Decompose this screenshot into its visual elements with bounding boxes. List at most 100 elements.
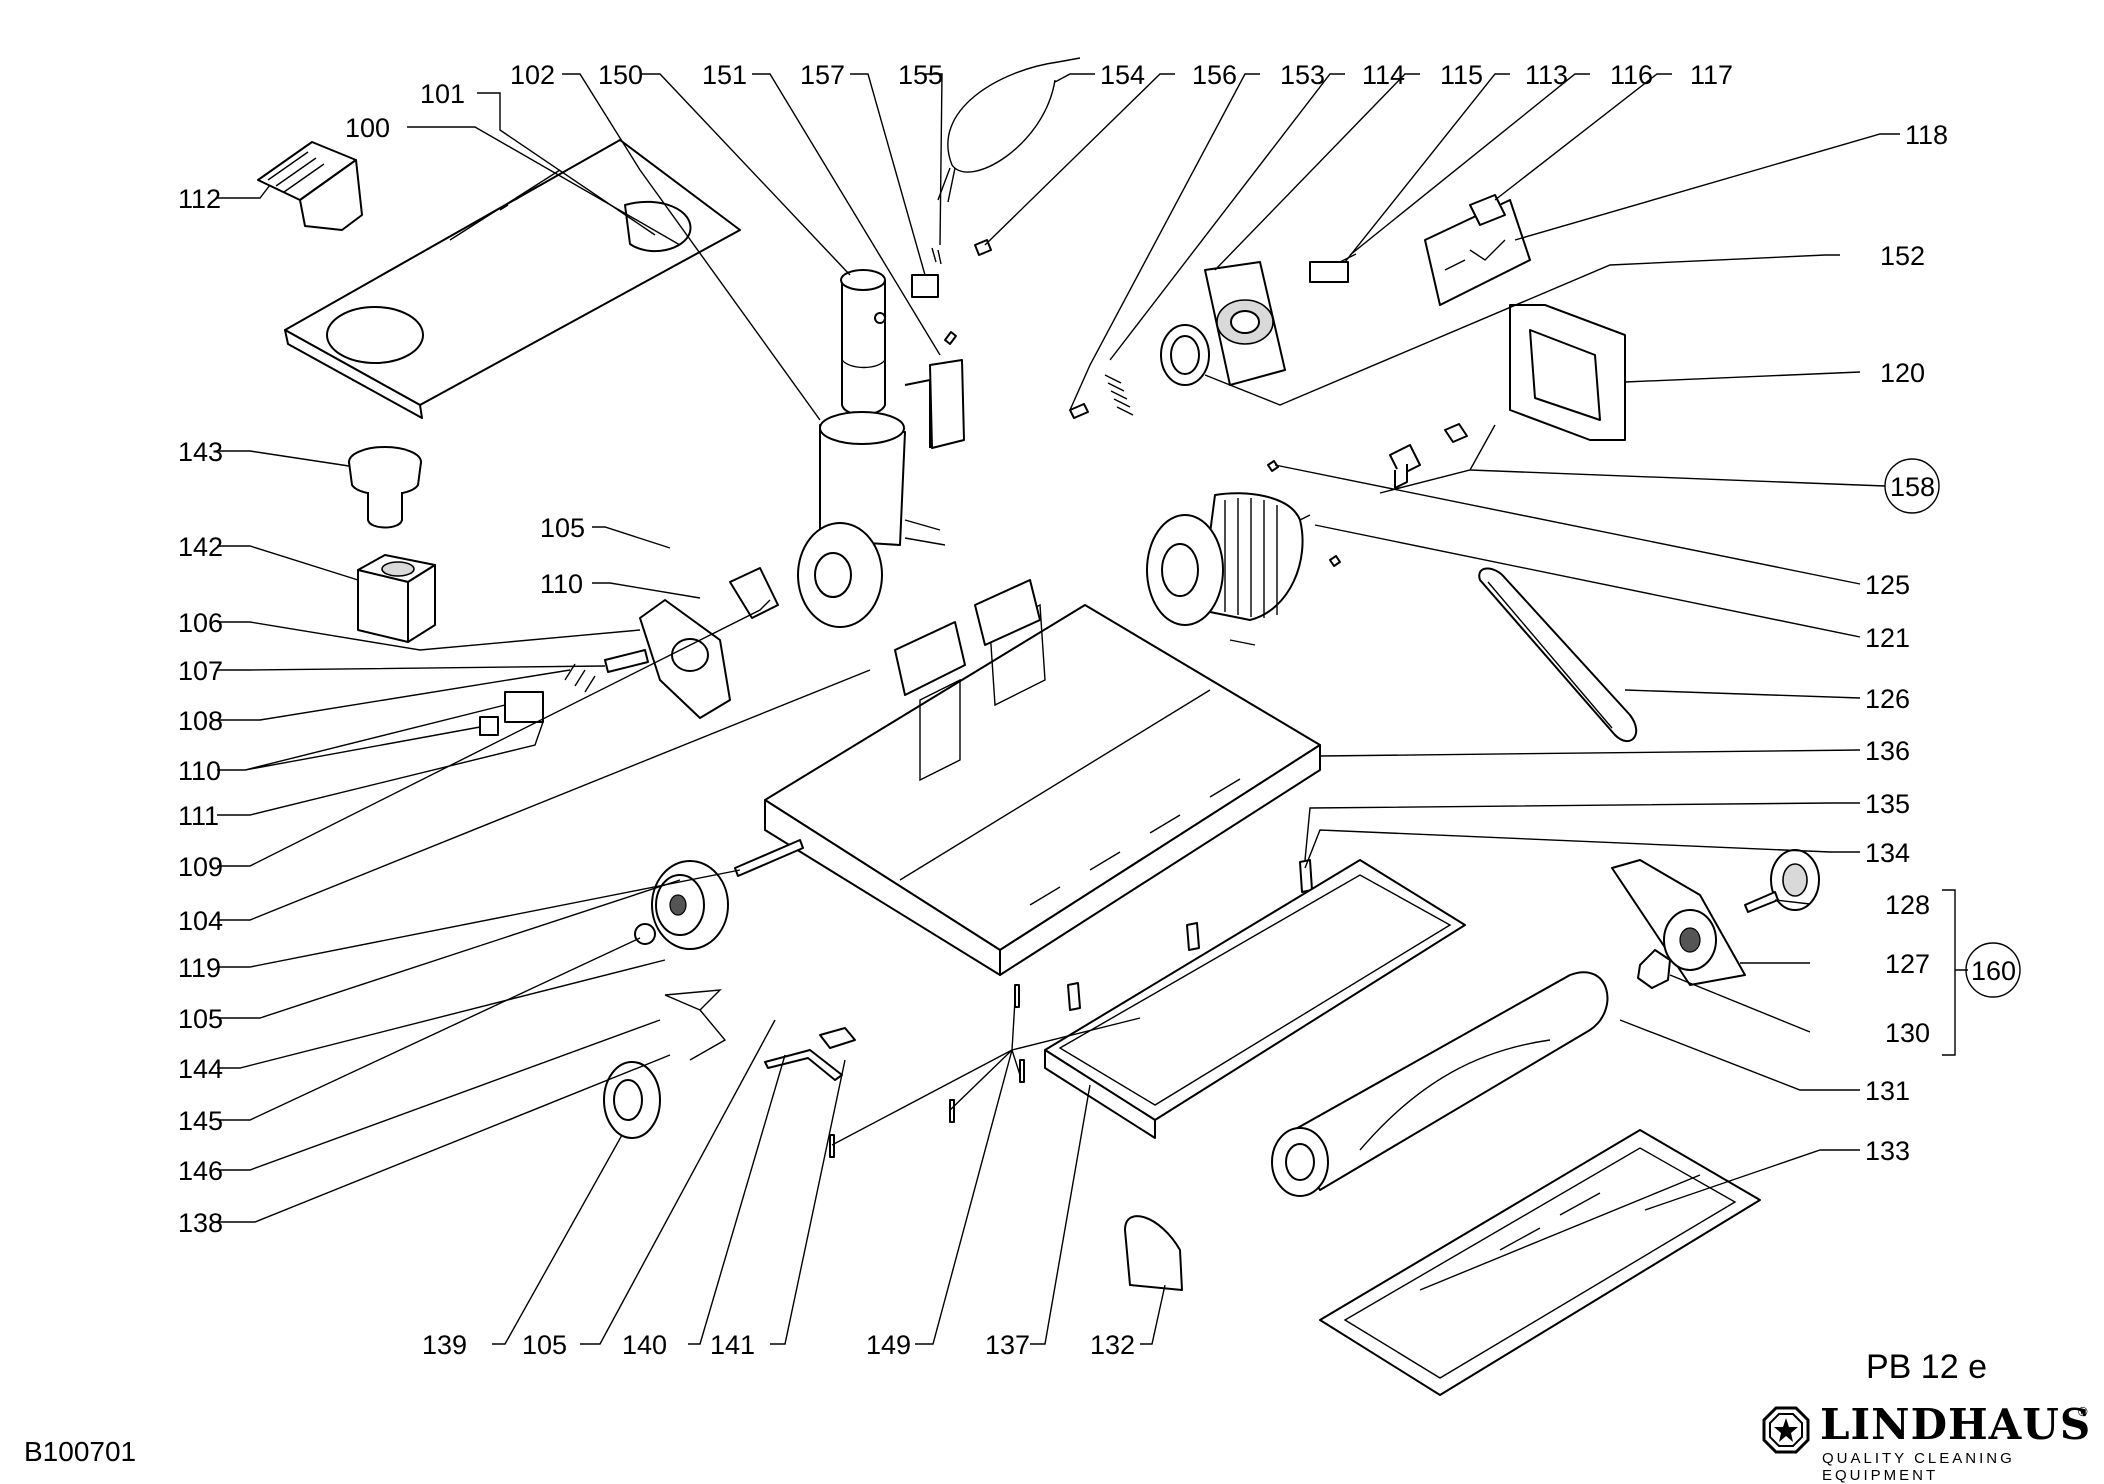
part-142-block: [357, 554, 436, 643]
label-133: 133: [1865, 1136, 1910, 1166]
part-125-screw: [1267, 460, 1341, 567]
model-name: PB 12 e: [1866, 1348, 1987, 1386]
callout-circle-160: [1965, 942, 2021, 998]
part-109-lever: [729, 567, 779, 619]
part-126-belt: [1478, 567, 1638, 742]
label-150: 150: [598, 60, 643, 90]
part-139-wheel: [603, 1061, 661, 1139]
part-143-cap: [348, 446, 422, 529]
label-144: 144: [178, 1054, 223, 1084]
label-115: 115: [1440, 60, 1483, 90]
part-128-gear: [1744, 849, 1820, 913]
part-146-filter: [894, 579, 1041, 696]
part-153-screw: [944, 331, 957, 345]
label-105-top: 105: [540, 513, 585, 543]
part-120-filter-frame: [1509, 304, 1626, 441]
label-143: 143: [178, 437, 223, 467]
label-157: 157: [800, 60, 845, 90]
leader-lines: [217, 73, 1968, 1345]
label-156: 156: [1192, 60, 1237, 90]
part-138-wire: [664, 989, 727, 1061]
part-106-plate: [639, 599, 731, 719]
label-102: 102: [510, 60, 555, 90]
label-141: 141: [710, 1330, 755, 1360]
part-137-bumper: [1044, 859, 1466, 1139]
label-119: 119: [178, 953, 221, 983]
label-140: 140: [622, 1330, 667, 1360]
label-100: 100: [345, 113, 390, 143]
label-142: 142: [178, 532, 223, 562]
label-125: 125: [1865, 570, 1910, 600]
label-136: 136: [1865, 736, 1910, 766]
label-145: 145: [178, 1106, 223, 1136]
label-128: 128: [1885, 890, 1930, 920]
part-114-spring: [1069, 374, 1134, 419]
label-155: 155: [898, 60, 943, 90]
part-113-plate: [1204, 261, 1286, 386]
part-132-cap: [1124, 1215, 1183, 1291]
label-152: 152: [1880, 241, 1925, 271]
label-112: 112: [178, 184, 221, 214]
label-104: 104: [178, 906, 223, 936]
label-114: 114: [1362, 60, 1405, 90]
callout-circle-158: [1884, 458, 1940, 514]
part-136-chassis: [764, 603, 1321, 976]
part-116-connector: [1309, 253, 1357, 283]
part-118-panel: [1424, 194, 1531, 306]
part-127-gear-housing: [1611, 859, 1746, 986]
label-138: 138: [178, 1208, 223, 1238]
part-150-tube: [840, 269, 886, 416]
label-139: 139: [422, 1330, 467, 1360]
label-106: 106: [178, 608, 223, 638]
label-116: 116: [1610, 60, 1653, 90]
label-127: 127: [1885, 949, 1930, 979]
label-110-mid: 110: [178, 756, 221, 786]
label-146: 146: [178, 1156, 223, 1186]
label-132: 132: [1090, 1330, 1135, 1360]
label-160: 160: [1971, 956, 2016, 986]
part-121-motor: [1146, 492, 1311, 646]
label-135: 135: [1865, 789, 1910, 819]
label-151: 151: [702, 60, 747, 90]
label-121: 121: [1865, 623, 1910, 653]
part-100-top-cover: [284, 139, 741, 419]
part-107-spring: [564, 649, 649, 693]
label-105-bottom: 105: [522, 1330, 567, 1360]
label-113: 113: [1525, 60, 1568, 90]
label-107: 107: [178, 656, 223, 686]
part-111-block: [479, 691, 544, 736]
drawing-number: B100701: [24, 1436, 137, 1467]
label-149: 149: [866, 1330, 911, 1360]
label-154: 154: [1100, 60, 1145, 90]
registered-mark: ®: [2078, 1404, 2088, 1419]
part-141-clip: [819, 1027, 856, 1049]
label-130: 130: [1885, 1018, 1930, 1048]
part-133-base-plate: [1319, 1129, 1761, 1396]
label-120: 120: [1880, 358, 1925, 388]
part-145-ball: [634, 923, 656, 945]
part-number-labels: 100 101 102 150 151 157 155 154 156 153 …: [178, 60, 2016, 1360]
part-131-brush-roll: [1271, 971, 1609, 1197]
part-152-ring: [1160, 324, 1210, 386]
brand-logo: LINDHAUS ® QUALITY CLEANING EQUIPMENT: [1760, 1400, 2090, 1484]
label-105-mid: 105: [178, 1004, 223, 1034]
part-140-bracket: [764, 1049, 843, 1081]
label-137: 137: [985, 1330, 1030, 1360]
label-153: 153: [1280, 60, 1325, 90]
label-108: 108: [178, 706, 223, 736]
part-157-switch: [911, 247, 942, 298]
label-111: 111: [178, 801, 219, 831]
label-109: 109: [178, 852, 223, 882]
label-118: 118: [1905, 120, 1948, 150]
label-110-top: 110: [540, 569, 583, 599]
label-126: 126: [1865, 684, 1910, 714]
part-130-nut: [1637, 949, 1671, 989]
part-102-housing: [797, 411, 946, 628]
octagon-star-icon: [1762, 1406, 1810, 1454]
label-134: 134: [1865, 838, 1910, 868]
label-131: 131: [1865, 1076, 1910, 1106]
part-151-bracket: [904, 359, 965, 449]
part-158-fittings: [1389, 423, 1468, 489]
label-101: 101: [420, 79, 465, 109]
